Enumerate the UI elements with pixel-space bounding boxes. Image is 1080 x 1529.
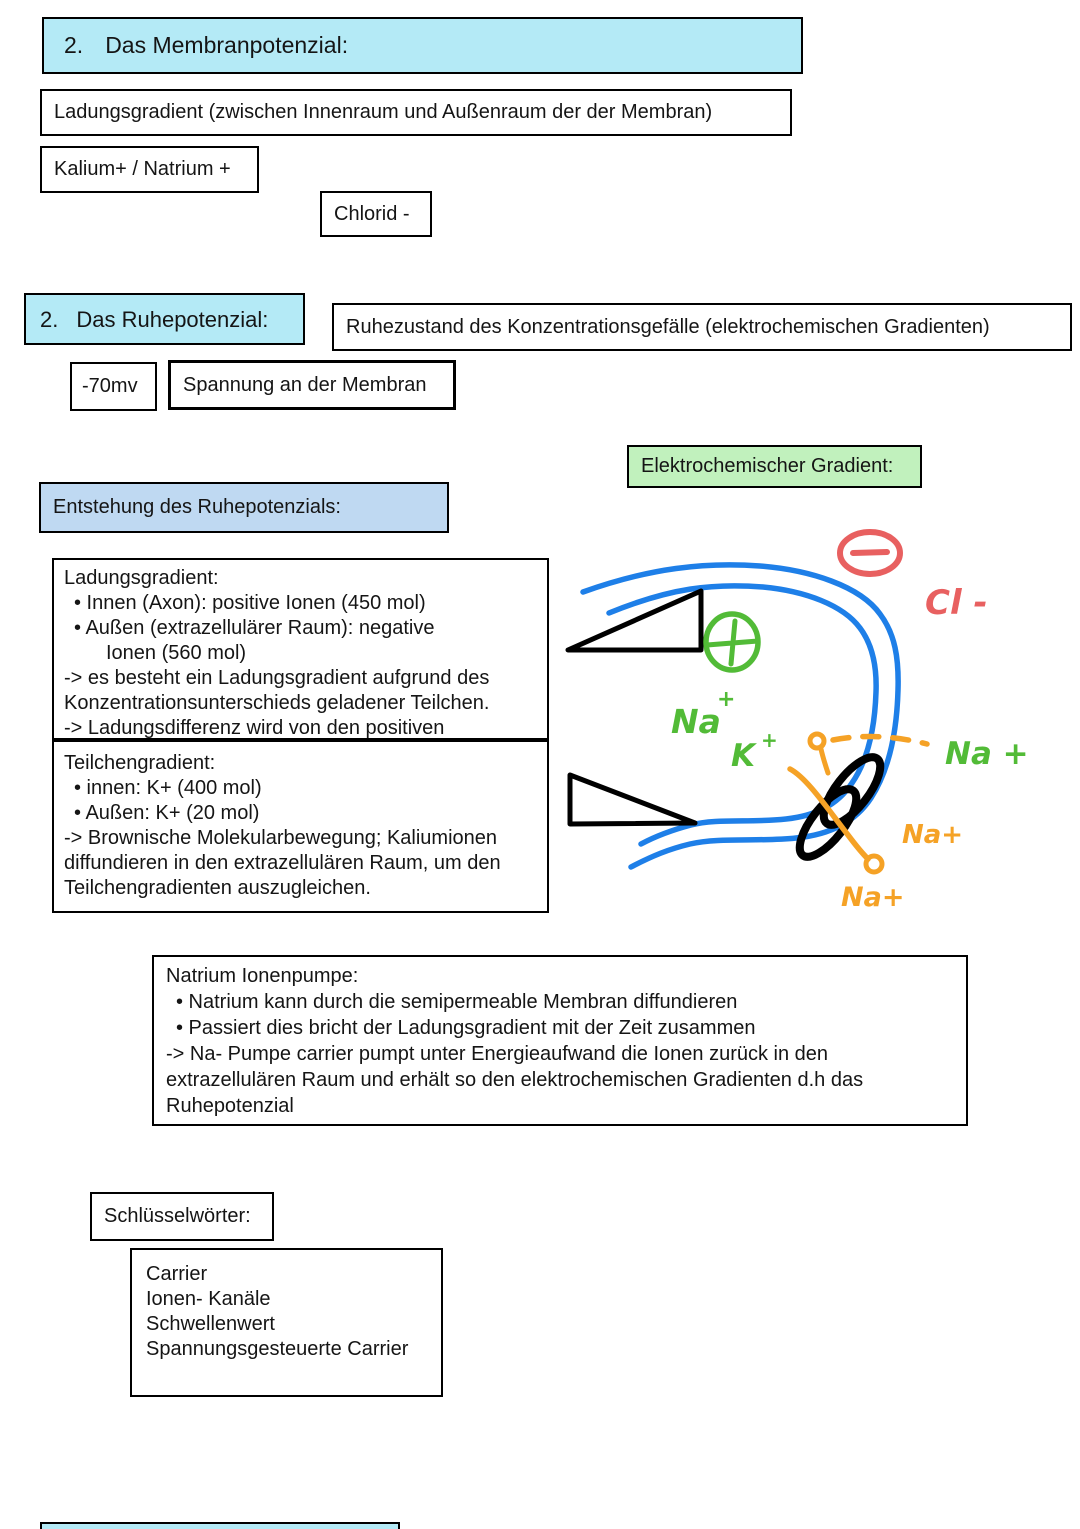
entstehung-label-text: Entstehung des Ruhepotenzials: — [53, 496, 341, 518]
section-number: 2. — [40, 306, 59, 332]
spannung-text: Spannung an der Membran — [183, 373, 427, 396]
keyword-item: Carrier — [146, 1263, 208, 1285]
pump-diagonal-line — [787, 766, 871, 862]
keyword-item: Schwellenwert — [146, 1313, 275, 1335]
section-title: Das Ruhepotenzial: — [76, 306, 269, 332]
bullet-line: • Natrium kann durch die semipermeable M… — [176, 991, 738, 1013]
elektrochemischer-gradient-label: Elektrochemischer Gradient: — [627, 445, 922, 488]
schluesselwoerter-label-box: Schlüsselwörter: — [90, 1192, 274, 1241]
ladungsgradient-text: Ladungsgradient (zwischen Innenraum und … — [54, 101, 713, 123]
text-line: Natrium Ionenpumpe: — [166, 965, 359, 987]
text-line: diffundieren in den extrazellulären Raum… — [64, 852, 501, 874]
gradient-label-text: Elektrochemischer Gradient: — [641, 455, 894, 477]
pump-dashed-path — [830, 733, 930, 747]
membrane-outer-line — [580, 562, 901, 870]
bullet-line: • Außen: K+ (20 mol) — [74, 802, 260, 824]
na-right-label: Na + — [945, 736, 1029, 772]
bullet-line: • Außen (extrazellulärer Raum): negative — [74, 617, 435, 639]
text-line: Ruhepotenzial — [166, 1095, 294, 1117]
na-inner-label: Na — [671, 702, 721, 741]
bullet-line: • Passiert dies bricht der Ladungsgradie… — [176, 1017, 756, 1039]
text-line: -> Na- Pumpe carrier pumpt unter Energie… — [166, 1043, 829, 1065]
keywords-list-box: Carrier Ionen- Kanäle Schwellenwert Span… — [130, 1248, 443, 1397]
plus-icon — [704, 618, 761, 667]
ion-channel-lower — [795, 785, 861, 861]
k-plus: + — [761, 728, 778, 752]
kalium-natrium-text: Kalium+ / Natrium + — [54, 158, 231, 180]
cl-label: Cl - — [925, 583, 988, 623]
chlorid-text: Chlorid - — [334, 202, 410, 225]
k-label: K — [731, 738, 757, 774]
text-line: extrazellulären Raum und erhält so den e… — [166, 1069, 864, 1091]
text-line: -> Ladungsdifferenz wird von den positiv… — [64, 717, 445, 739]
ladungsgradient-detail-box: Ladungsgradient: • Innen (Axon): positiv… — [52, 558, 549, 740]
gradient-triangle-top — [565, 588, 704, 653]
text-line: -> Brownische Molekularbewegung; Kaliumi… — [64, 827, 498, 849]
pump-circle-bottom — [863, 853, 885, 875]
entstehung-label-box: Entstehung des Ruhepotenzials: — [39, 482, 449, 533]
gradient-triangle-bottom — [567, 772, 698, 827]
text-line: Teilchengradient: — [64, 752, 216, 774]
ion-channel-upper — [819, 753, 885, 829]
pump-drop-line — [818, 746, 831, 776]
voltage-value: -70mv — [82, 375, 138, 397]
ladungsgradient-strip: Ladungsgradient (zwischen Innenraum und … — [40, 89, 792, 136]
bullet-line: • Innen (Axon): positive Ionen (450 mol) — [74, 592, 426, 614]
text-line: Teilchengradienten auszugleichen. — [64, 877, 371, 899]
teilchengradient-detail-box: Teilchengradient: • innen: K+ (400 mol) … — [52, 740, 549, 913]
section-number: 2. — [64, 32, 84, 58]
chlorid-box: Chlorid - — [320, 191, 432, 237]
ruhepotenzial-title-box: 2. Das Ruhepotenzial: — [24, 293, 305, 345]
membrane-inner-line — [606, 583, 879, 847]
ruhezustand-text: Ruhezustand des Konzentrationsgefälle (e… — [346, 315, 990, 338]
text-line: Ionen (560 mol) — [106, 642, 247, 664]
schluesselwoerter-text: Schlüsselwörter: — [104, 1205, 251, 1227]
section-title: Das Membranpotenzial: — [105, 32, 349, 58]
na-bottom-orange-label: Na+ — [841, 882, 904, 913]
na-inner-plus: + — [717, 687, 735, 712]
natrium-ionenpumpe-box: Natrium Ionenpumpe: • Natrium kann durch… — [152, 955, 968, 1126]
pump-circle-top — [807, 731, 827, 751]
spannung-box: Spannung an der Membran — [168, 360, 456, 410]
voltage-box: -70mv — [70, 362, 157, 411]
membrane-diagram: Cl - Na + K + Na + Na+ Na+ — [565, 529, 1029, 913]
keyword-item: Spannungsgesteuerte Carrier — [146, 1338, 409, 1360]
text-line: Konzentrationsunterschieds geladener Tei… — [64, 692, 490, 714]
membranpotenzial-title-box: 2. Das Membranpotenzial: — [42, 17, 803, 74]
next-section-box-peek — [40, 1522, 400, 1529]
text-line: -> es besteht ein Ladungsgradient aufgru… — [64, 667, 490, 689]
minus-icon — [850, 549, 890, 556]
text-line: Ladungsgradient: — [64, 567, 219, 589]
bullet-line: • innen: K+ (400 mol) — [74, 777, 262, 799]
kalium-natrium-box: Kalium+ / Natrium + — [40, 146, 259, 193]
na-mid-orange-label: Na+ — [902, 820, 963, 850]
ruhezustand-box: Ruhezustand des Konzentrationsgefälle (e… — [332, 303, 1072, 351]
minus-ion-circle — [837, 529, 903, 577]
keyword-item: Ionen- Kanäle — [146, 1288, 271, 1310]
